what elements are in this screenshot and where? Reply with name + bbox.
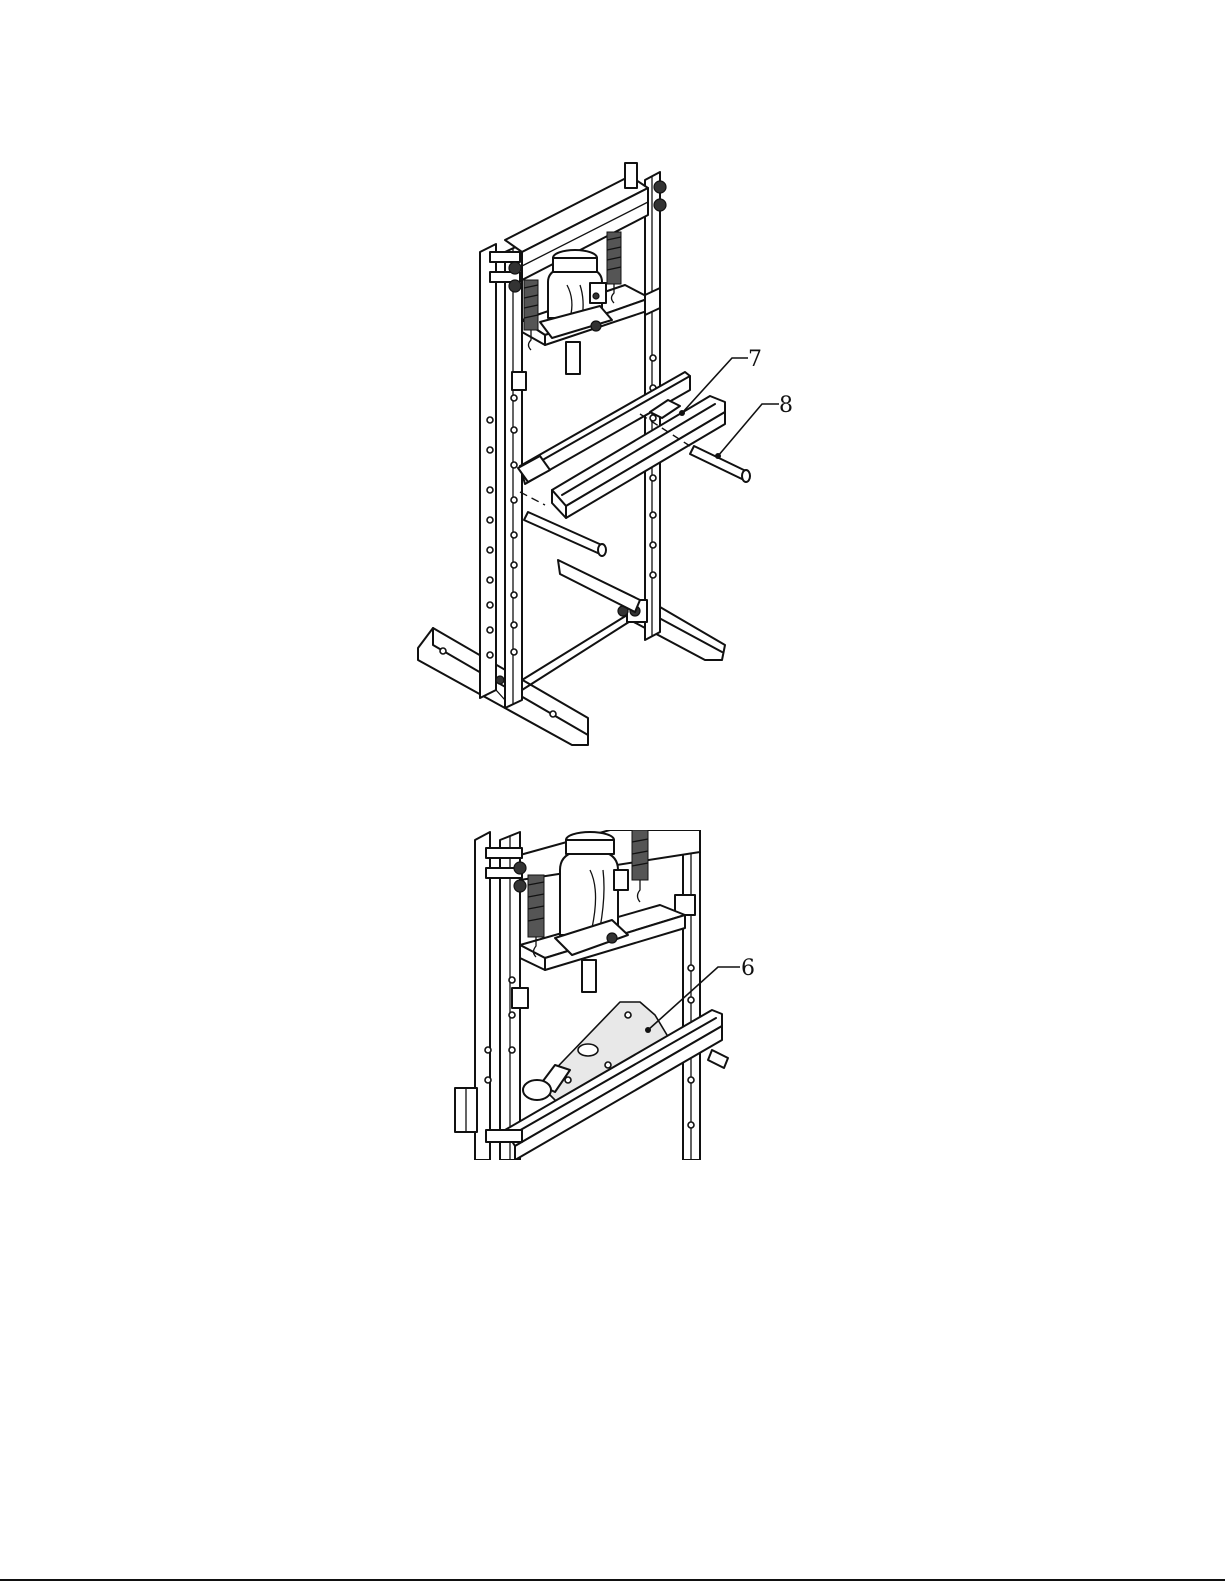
bolster-pin-lower xyxy=(524,512,606,556)
left-upright xyxy=(480,244,522,708)
left-base-channel xyxy=(418,628,588,745)
bolster-pin-item-8 xyxy=(690,446,750,482)
callout-label-7: 7 xyxy=(748,347,762,372)
callout-8: 8 xyxy=(715,393,793,459)
callout-label-8: 8 xyxy=(779,393,793,418)
press-frame-exploded-view: 7 8 xyxy=(418,163,793,745)
bottle-jack xyxy=(540,250,612,374)
press-bolster-plate-detail: 6 xyxy=(455,830,755,1160)
callout-label-6: 6 xyxy=(741,956,755,981)
